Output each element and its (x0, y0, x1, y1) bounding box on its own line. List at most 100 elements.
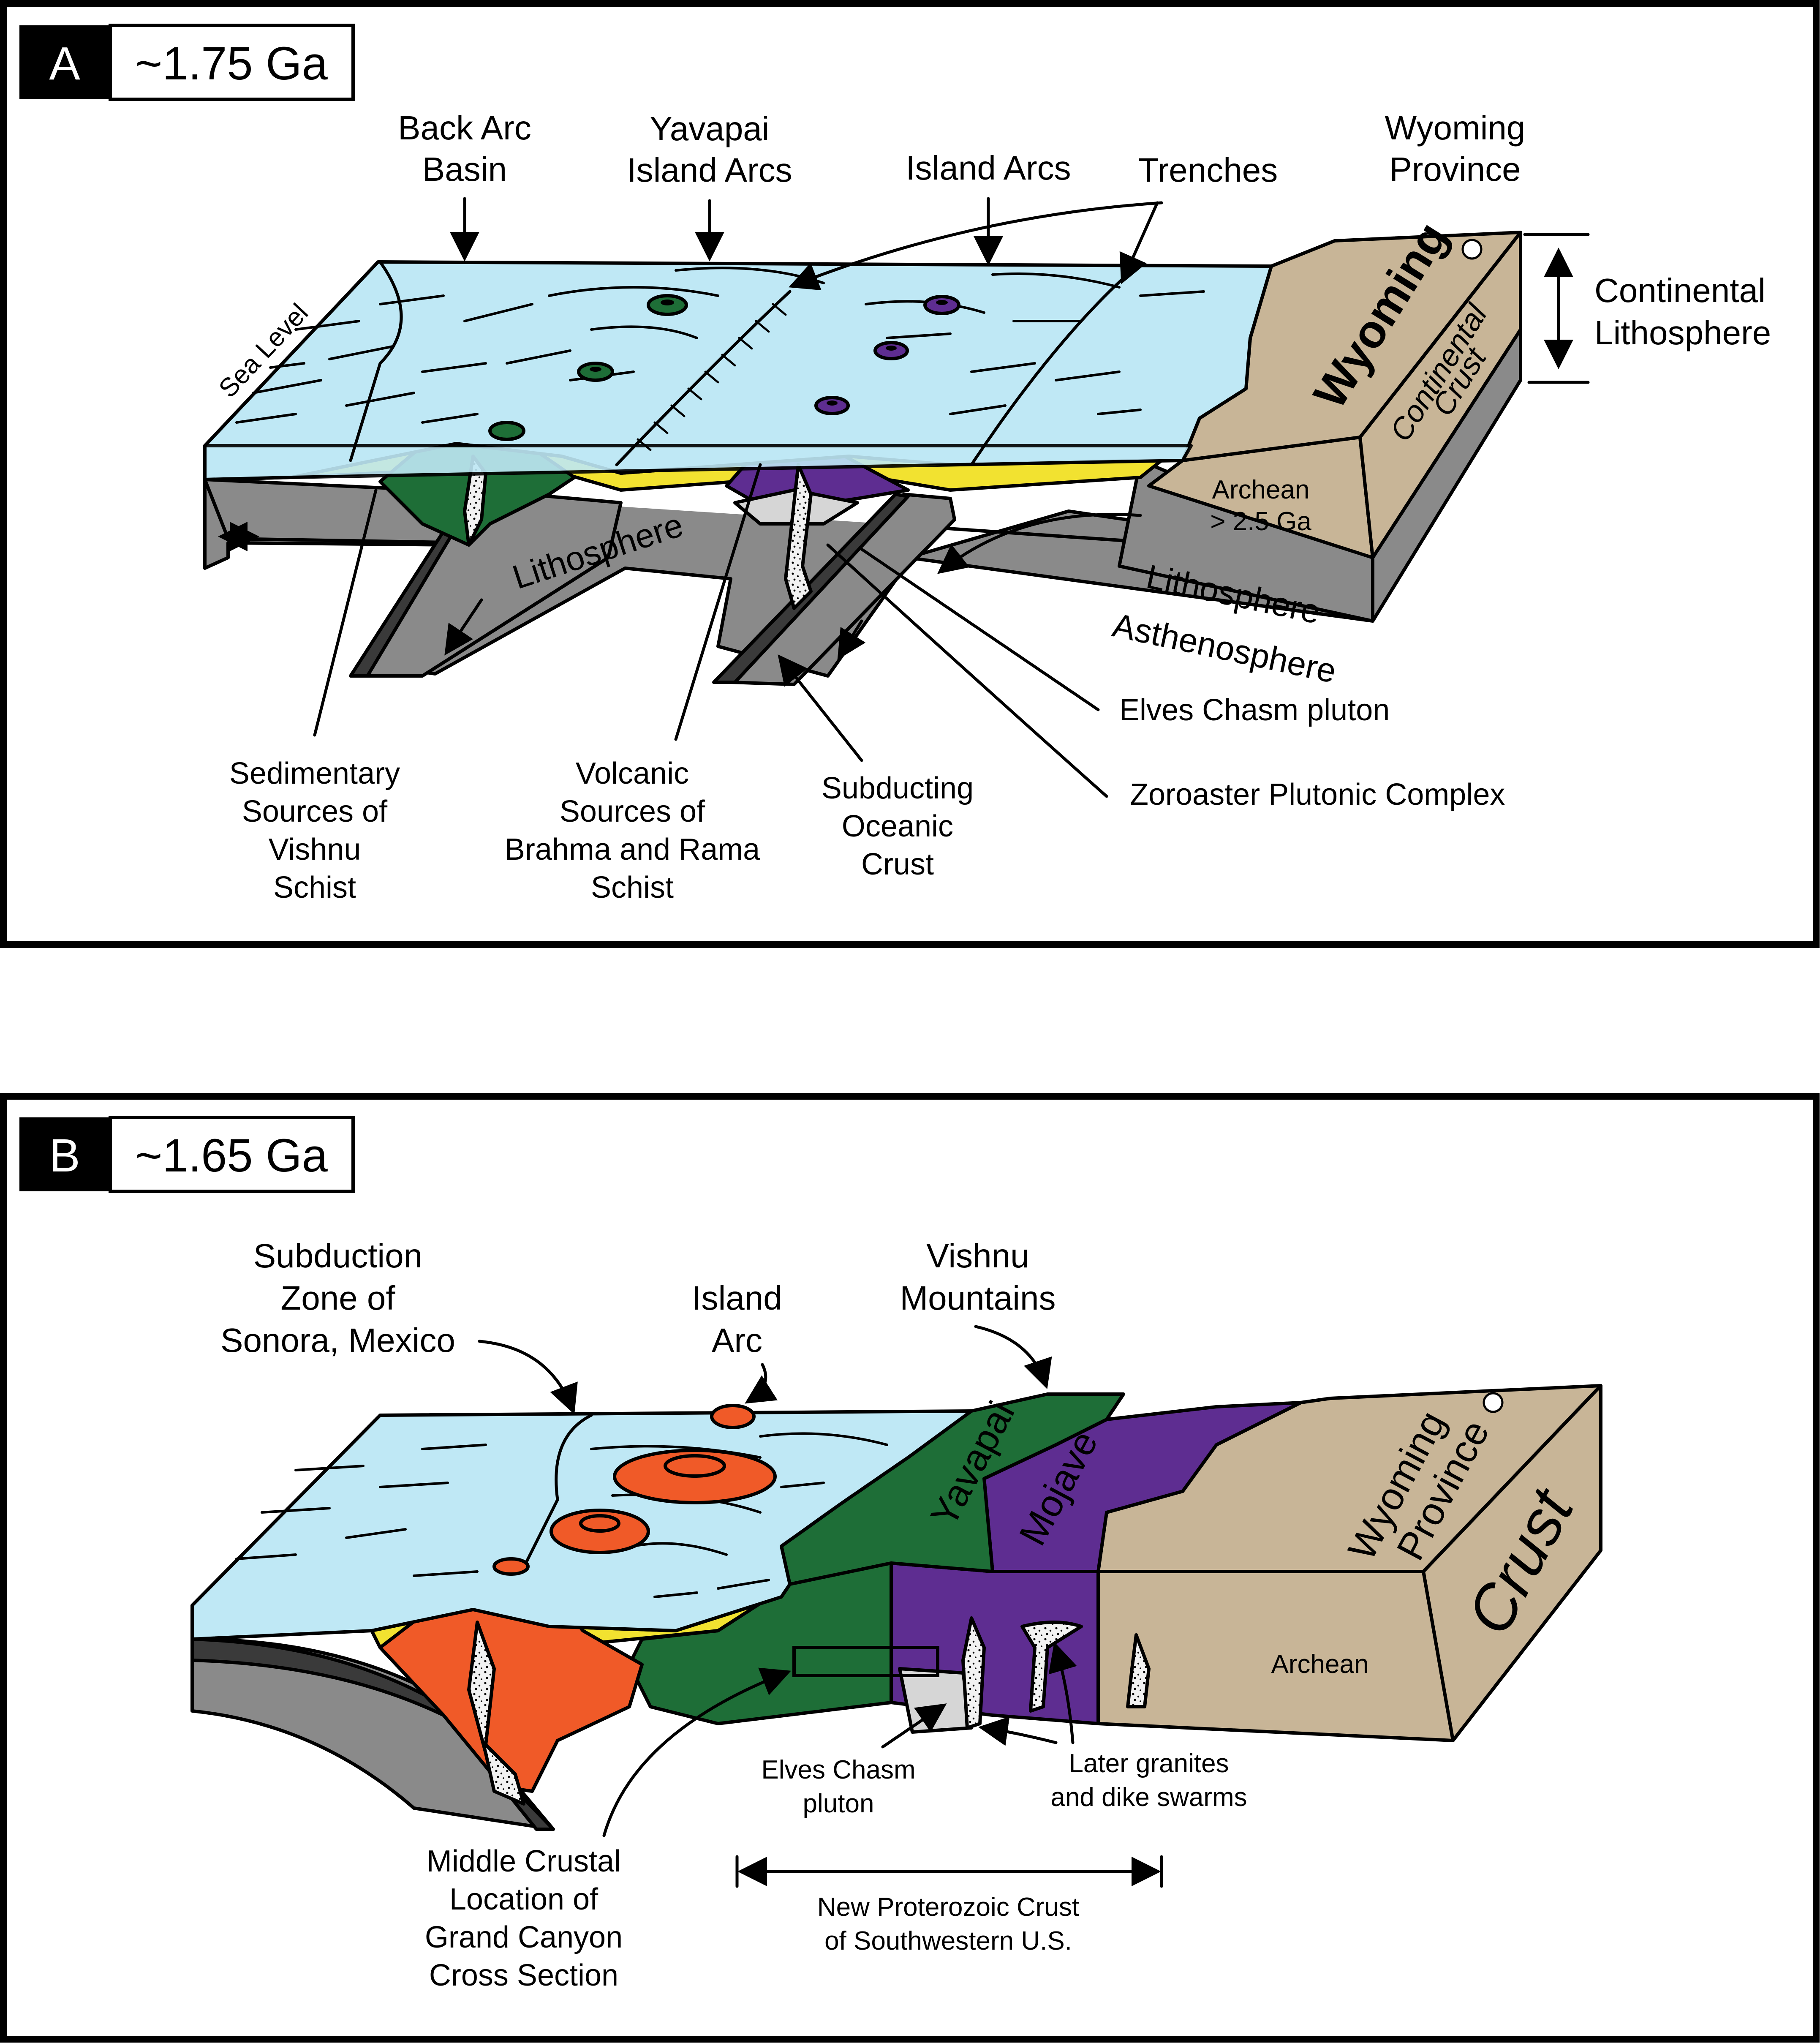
b-arrow-subduction (478, 1340, 578, 1415)
b-label-mid-4: Cross Section (429, 1959, 618, 1992)
a-label-sub-3: Crust (861, 847, 934, 881)
b-subducting-slab (190, 1637, 555, 1831)
a-trench-west (615, 290, 792, 466)
b-label-island-arc-2: Arc (712, 1321, 762, 1359)
b-label-elves-2: pluton (803, 1789, 874, 1818)
a-trench-teeth (637, 303, 787, 451)
a-label-elves-chasm: Elves Chasm pluton (1119, 693, 1390, 727)
a-label-back-arc-1: Back Arc (398, 109, 531, 147)
b-label-archean: Archean (1271, 1650, 1369, 1679)
a-label-yavapai-2: Island Arcs (627, 151, 792, 189)
panel-a-age: ~1.75 Ga (135, 38, 328, 90)
a-label-wyoming-2: Province (1389, 150, 1521, 188)
a-ocean (203, 260, 1273, 481)
a-arrow-trench-2 (1119, 201, 1159, 284)
panel-b: B ~1.65 Ga (0, 239, 1820, 2043)
b-label-mid-2: Location of (449, 1882, 599, 1916)
a-label-vol-1: Volcanic (576, 757, 689, 790)
b-label-elves-1: Elves Chasm (761, 1755, 915, 1784)
a-volcano-purple-1 (923, 295, 960, 315)
a-trench-east (970, 269, 1134, 466)
a-label-cont-lith-2: Lithosphere (1594, 314, 1771, 351)
b-slab-crust (190, 1637, 555, 1831)
a-leader-volcanic (674, 463, 762, 741)
a-volcano-purple-3 (814, 396, 850, 415)
a-label-sed-4: Schist (273, 871, 356, 904)
b-north-icon (1483, 1392, 1504, 1413)
b-arrow-middle-crustal (602, 1667, 792, 1837)
b-label-granites-1: Later granites (1069, 1749, 1229, 1778)
panel-b-age-box (109, 1116, 355, 1193)
b-label-granites-2: and dike swarms (1050, 1783, 1247, 1812)
b-label-subduction-3: Sonora, Mexico (220, 1321, 455, 1359)
b-elves-chasm-pluton (898, 1667, 973, 1734)
a-volcano-purple-2 (873, 341, 909, 360)
b-label-island-arc-1: Island (692, 1279, 782, 1317)
a-mantle-flow-arrow (937, 513, 1142, 574)
b-arrow-granite-1 (978, 1716, 1058, 1746)
panel-a: A ~1.75 Ga (0, 0, 1820, 948)
a-leader-zoroaster (826, 543, 1108, 798)
a-label-wyoming-1: Wyoming (1385, 109, 1526, 147)
a-slab-arrow-right (837, 619, 866, 660)
a-slab-arrow-left (444, 598, 483, 656)
b-volcano-2 (613, 1449, 777, 1504)
a-volcano-green-1 (647, 294, 688, 316)
panel-b-age: ~1.65 Ga (135, 1130, 328, 1182)
a-label-zoroaster: Zoroaster Plutonic Complex (1130, 778, 1505, 812)
b-arrow-granite-2 (1048, 1642, 1077, 1744)
b-arrow-vishnu (974, 1325, 1052, 1389)
b-label-mid-3: Grand Canyon (425, 1920, 623, 1954)
b-back-arc-edge (522, 1414, 593, 1569)
panel-b-tag: B (49, 1130, 80, 1182)
b-label-new-crust-2: of Southwestern U.S. (824, 1926, 1072, 1956)
a-back-arc-edge (349, 260, 403, 462)
a-label-archean-1: Archean (1212, 475, 1310, 504)
b-volcanoes (492, 1404, 777, 1576)
a-label-sub-2: Oceanic (842, 809, 953, 843)
a-label-cont-lith-1: Continental (1594, 272, 1766, 309)
a-leader-elves (860, 548, 1100, 711)
b-label-vishnu-2: Mountains (900, 1279, 1056, 1317)
a-label-sed-2: Sources of (242, 795, 388, 828)
b-granite-dike-1 (961, 1616, 986, 1730)
a-leader-subducting (778, 654, 863, 762)
b-label-new-crust-1: New Proterozoic Crust (817, 1893, 1079, 1922)
b-label-subduction-1: Subduction (253, 1237, 422, 1275)
a-label-sed-3: Vishnu (269, 833, 361, 866)
a-north-icon (1461, 239, 1483, 260)
a-volcano-green-3 (488, 421, 525, 441)
a-label-archean-2: > 2.5 Ga (1210, 507, 1311, 536)
a-leader-sedimentary (313, 488, 378, 737)
b-arrow-elves (881, 1703, 947, 1749)
a-volcano-green-2 (577, 362, 614, 382)
panel-a-tag: A (49, 38, 80, 90)
b-label-mid-1: Middle Crustal (427, 1844, 621, 1878)
panel-a-age-box (109, 24, 355, 101)
a-label-vol-4: Schist (591, 871, 674, 904)
b-volcano-3 (550, 1509, 650, 1554)
b-volcano-4 (492, 1557, 530, 1576)
a-label-sub-1: Subducting (822, 771, 974, 805)
b-pluton-arc (467, 1621, 525, 1806)
a-label-island-arcs: Island Arcs (906, 149, 1071, 187)
b-volcano-1 (710, 1404, 756, 1429)
a-continental-crust (1147, 231, 1522, 559)
a-label-yavapai-1: Yavapai (650, 110, 769, 147)
a-label-trenches: Trenches (1138, 151, 1278, 189)
panel-a-tag-box (19, 25, 110, 99)
b-label-subduction-2: Zone of (280, 1279, 395, 1317)
b-granite-dike-2 (1020, 1621, 1083, 1713)
b-wyoming-crust (1096, 1384, 1602, 1742)
a-label-vol-2: Sources of (560, 795, 705, 828)
a-arrow-trench-1 (788, 201, 1163, 291)
a-volcanoes (488, 294, 960, 441)
b-arrow-island-arc (745, 1363, 778, 1404)
a-label-back-arc-2: Basin (422, 150, 507, 188)
a-label-sed-1: Sedimentary (229, 757, 400, 790)
b-cross-section-box (792, 1646, 939, 1677)
b-label-vishnu-1: Vishnu (926, 1237, 1029, 1275)
a-label-vol-3: Brahma and Rama (505, 833, 760, 866)
